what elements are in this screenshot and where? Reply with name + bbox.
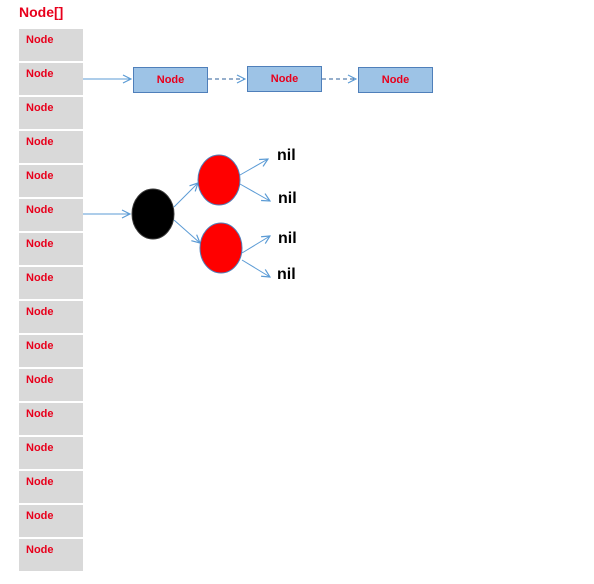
array-cell-12: Node <box>19 437 83 469</box>
list-node-1: Node <box>133 67 208 93</box>
node-array: Node Node Node Node Node Node Node Node … <box>19 29 83 573</box>
list-node-2: Node <box>247 66 322 92</box>
array-cell-13: Node <box>19 471 83 503</box>
child2-to-nil3-arrow <box>241 236 270 254</box>
array-cell-11: Node <box>19 403 83 435</box>
nil-leaf-3: nil <box>278 230 297 247</box>
child2-to-nil4-arrow <box>241 259 270 277</box>
array-cell-6: Node <box>19 233 83 265</box>
root-to-right-child-arrow <box>173 219 200 243</box>
array-cell-0: Node <box>19 29 83 61</box>
child1-to-nil1-arrow <box>239 159 268 176</box>
array-cell-7: Node <box>19 267 83 299</box>
black-root-node <box>131 188 175 240</box>
array-cell-2: Node <box>19 97 83 129</box>
array-cell-14: Node <box>19 505 83 537</box>
array-cell-4: Node <box>19 165 83 197</box>
nil-leaf-4: nil <box>277 266 296 283</box>
child1-to-nil2-arrow <box>239 183 270 201</box>
array-cell-15: Node <box>19 539 83 571</box>
red-child-node-2 <box>199 222 243 274</box>
array-cell-10: Node <box>19 369 83 401</box>
array-cell-9: Node <box>19 335 83 367</box>
array-cell-5: Node <box>19 199 83 231</box>
nil-leaf-1: nil <box>277 147 296 164</box>
list-node-3: Node <box>358 67 433 93</box>
array-title: Node[] <box>19 4 64 20</box>
array-cell-3: Node <box>19 131 83 163</box>
nil-leaf-2: nil <box>278 190 297 207</box>
root-to-left-child-arrow <box>173 183 198 208</box>
array-cell-1: Node <box>19 63 83 95</box>
array-cell-8: Node <box>19 301 83 333</box>
red-child-node-1 <box>197 154 241 206</box>
